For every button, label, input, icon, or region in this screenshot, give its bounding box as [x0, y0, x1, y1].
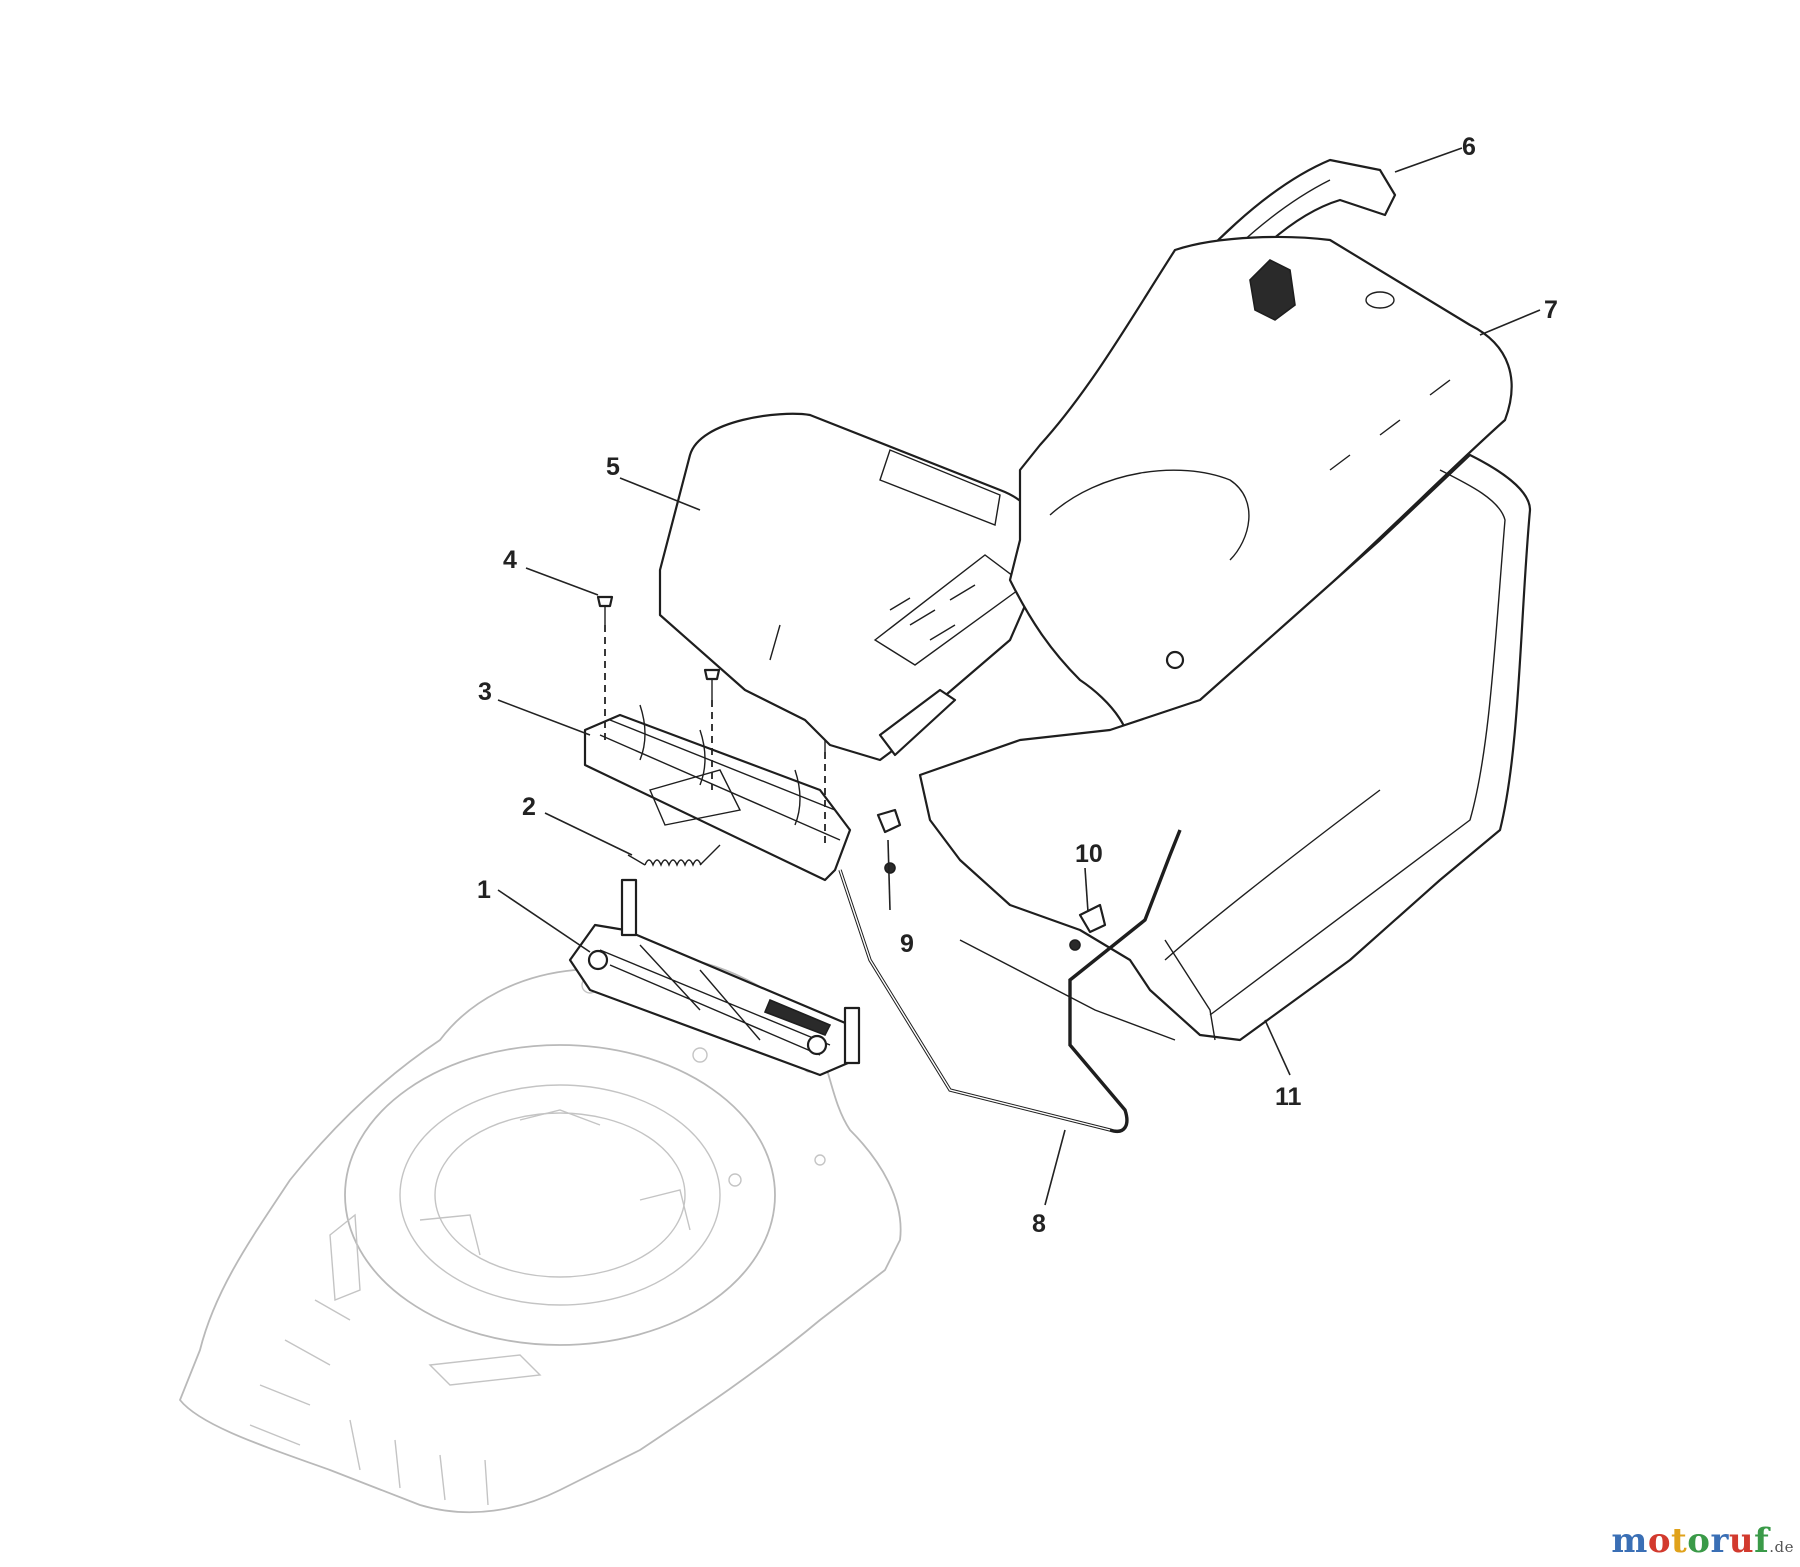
- leader-lines: [497, 147, 1541, 1206]
- watermark-letter: o: [1647, 1521, 1672, 1561]
- watermark-letter: u: [1728, 1521, 1755, 1561]
- watermark-letter: o: [1687, 1521, 1711, 1561]
- grass-bag-top-part: [1008, 235, 1513, 806]
- watermark-tld: .de: [1769, 1538, 1794, 1556]
- callout-3: 3: [478, 678, 492, 706]
- motoruf-watermark-logo: motoruf.de: [1611, 1521, 1794, 1561]
- watermark-letter: m: [1611, 1521, 1648, 1561]
- grass-bag-part: [918, 453, 1532, 1042]
- rear-cover-part: [658, 412, 1048, 762]
- hinge-bracket-part: [568, 878, 861, 1077]
- callout-6: 6: [1462, 133, 1476, 161]
- watermark-letter: r: [1710, 1521, 1729, 1561]
- callout-8: 8: [1032, 1210, 1046, 1238]
- watermark-letter: t: [1671, 1521, 1688, 1561]
- callout-7: 7: [1544, 296, 1558, 324]
- callout-1: 1: [477, 876, 491, 904]
- mower-deck-ghost: [179, 954, 902, 1514]
- callout-4: 4: [503, 546, 517, 574]
- clip-part: [876, 808, 902, 874]
- flap-part: [583, 704, 852, 882]
- callout-10: 10: [1075, 840, 1103, 868]
- bag-frame-part: [838, 829, 1182, 1133]
- watermark-letter: f: [1754, 1521, 1770, 1561]
- callout-9: 9: [900, 930, 914, 958]
- spring-part: [627, 844, 721, 867]
- clip-part-10: [1069, 903, 1107, 951]
- callout-11: 11: [1275, 1083, 1302, 1111]
- callout-5: 5: [606, 453, 620, 481]
- callout-labels: 1 2 3 4 5 6 7 8 9 10 11: [477, 133, 1558, 1238]
- callout-2: 2: [522, 793, 536, 821]
